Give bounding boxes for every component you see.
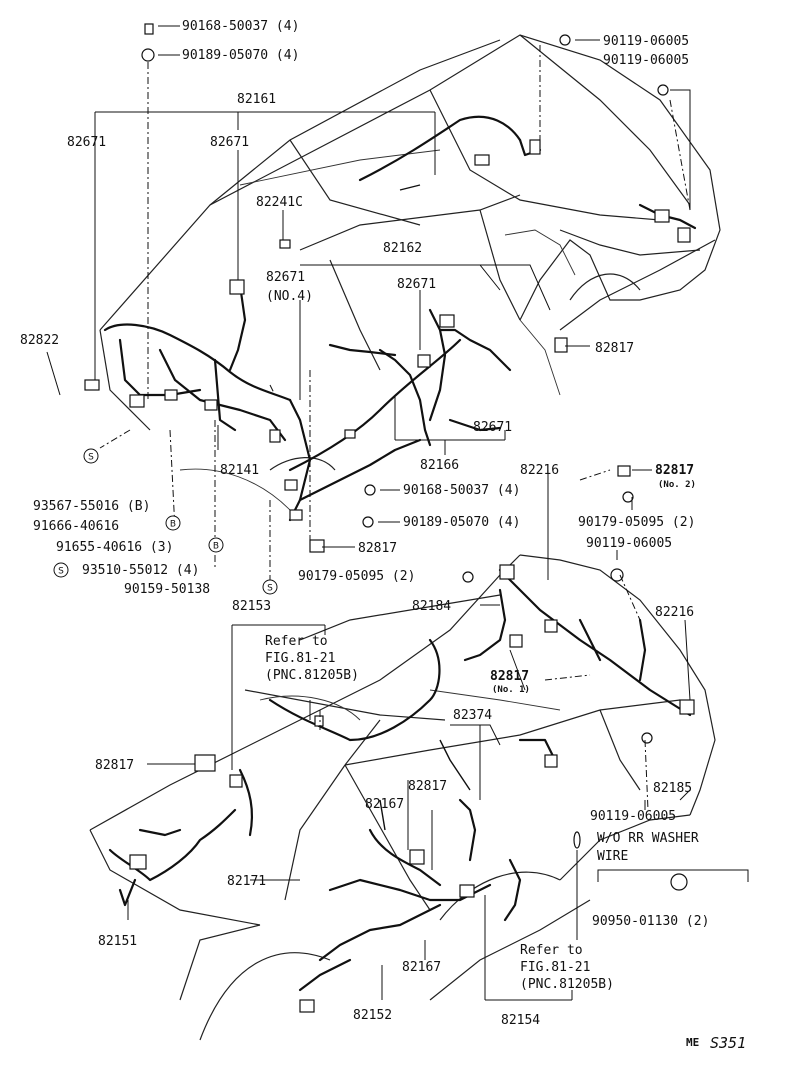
part-label: 82167 (365, 797, 404, 812)
part-label: 90179-05095 (2) (578, 515, 695, 530)
part-label: 90179-05095 (2) (298, 569, 415, 584)
part-label: 90168-50037 (4) (403, 483, 520, 498)
svg-text:Refer to: Refer to (520, 943, 583, 958)
symbols: S B B S S (53, 448, 278, 595)
part-label: 82817 (490, 669, 529, 684)
symbol-s-2: S (53, 562, 69, 578)
upper-vehicle-body (99, 34, 721, 511)
part-label: 93567-55016 (B) (33, 499, 150, 514)
svg-text:S: S (58, 567, 64, 577)
part-label: 90119-06005 (590, 809, 676, 824)
symbol-s-3: S (262, 579, 278, 595)
svg-text:FIG.81-21: FIG.81-21 (520, 960, 590, 975)
part-label: 82166 (420, 458, 459, 473)
part-label: 82374 (453, 708, 492, 723)
part-label: 82171 (227, 874, 266, 889)
part-label: 82822 (20, 333, 59, 348)
part-label: (NO.4) (266, 289, 313, 304)
part-label: WIRE (597, 849, 628, 864)
part-label: 93510-55012 (4) (82, 563, 199, 578)
part-label: 82152 (353, 1008, 392, 1023)
part-label: 82671 (473, 420, 512, 435)
part-label: 90189-05070 (4) (182, 48, 299, 63)
part-label: 90119-06005 (586, 536, 672, 551)
part-label: 82153 (232, 599, 271, 614)
svg-text:S: S (267, 584, 273, 594)
part-label: 90950-01130 (2) (592, 914, 709, 929)
part-label: 82817 (595, 341, 634, 356)
part-label: 82671 (266, 270, 305, 285)
svg-text:(PNC.81205B): (PNC.81205B) (520, 977, 614, 992)
part-label: 82216 (655, 605, 694, 620)
svg-text:S: S (88, 453, 94, 463)
leader-lines (46, 25, 749, 1001)
part-label: 82151 (98, 934, 137, 949)
svg-text:(PNC.81205B): (PNC.81205B) (265, 668, 359, 683)
part-label: 82671 (210, 135, 249, 150)
svg-text:ME: ME (686, 1036, 699, 1049)
part-label: (No. 2) (658, 480, 696, 490)
part-label: (No. 1) (492, 685, 530, 695)
part-label: 82671 (67, 135, 106, 150)
part-label: 82671 (397, 277, 436, 292)
svg-text:B: B (213, 542, 219, 552)
svg-text:S351: S351 (710, 1034, 746, 1052)
part-label: 90189-05070 (4) (403, 515, 520, 530)
lower-vehicle-body (89, 554, 716, 1041)
svg-text:Refer to: Refer to (265, 634, 328, 649)
part-label: 82817 (358, 541, 397, 556)
part-label: 90159-50138 (124, 582, 210, 597)
part-label: 91666-40616 (33, 519, 119, 534)
symbol-b-2: B (208, 537, 224, 553)
part-label: 82817 (655, 463, 694, 478)
part-label: 82817 (408, 779, 447, 794)
part-label: 82241C (256, 195, 303, 210)
part-label: 82141 (220, 463, 259, 478)
part-label: 82817 (95, 758, 134, 773)
symbol-s-1: S (83, 448, 99, 464)
part-label: 90119-06005 (603, 53, 689, 68)
svg-text:B: B (170, 520, 176, 530)
part-label: 90119-06005 (603, 34, 689, 49)
part-label: 82216 (520, 463, 559, 478)
part-label: W/O RR WASHER (597, 831, 699, 846)
lower-wiring (108, 568, 692, 992)
reference-note-upper: Refer to FIG.81-21 (PNC.81205B) (265, 634, 359, 683)
part-label: 82184 (412, 599, 451, 614)
upper-wiring (103, 115, 697, 522)
part-label: 82185 (653, 781, 692, 796)
part-label: 82161 (237, 92, 276, 107)
part-label: 91655-40616 (3) (56, 540, 173, 555)
part-label: 82162 (383, 241, 422, 256)
figure-code: ME S351 (686, 1034, 746, 1052)
svg-text:FIG.81-21: FIG.81-21 (265, 651, 335, 666)
alignment-lines (99, 45, 691, 811)
connectors (84, 23, 695, 1013)
part-label: 82154 (501, 1013, 540, 1028)
part-labels: 90168-50037 (4) 90189-05070 (4) 90119-06… (20, 19, 709, 1028)
part-label: 82167 (402, 960, 441, 975)
symbol-b-1: B (165, 515, 181, 531)
part-label: 90168-50037 (4) (182, 19, 299, 34)
reference-note-lower: Refer to FIG.81-21 (PNC.81205B) (520, 943, 614, 992)
